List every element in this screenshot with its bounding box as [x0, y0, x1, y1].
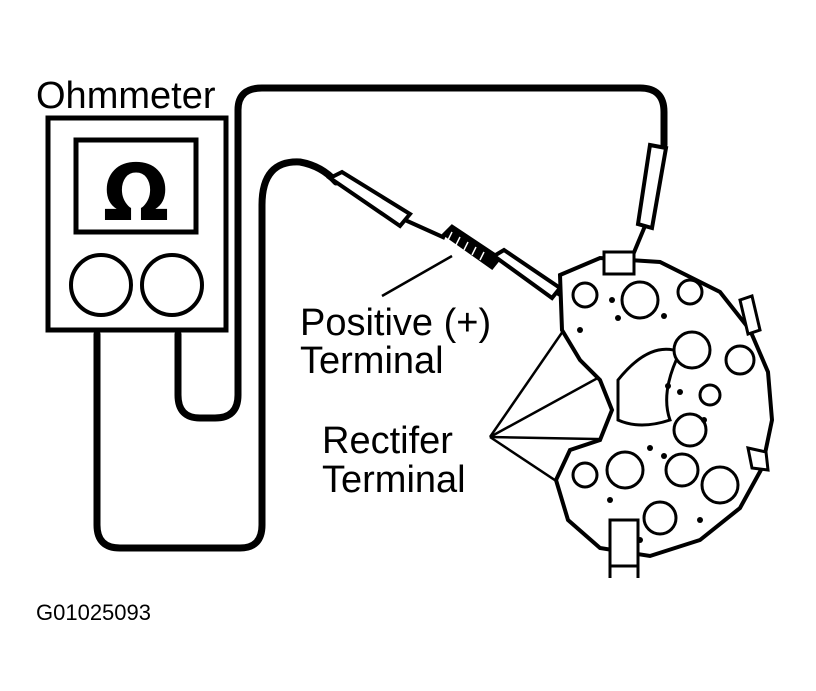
probe-positive-icon: [326, 169, 581, 310]
probe-top-icon: [628, 142, 669, 263]
positive-terminal-label-line2: Terminal: [300, 340, 444, 382]
meter-jack-left: [69, 253, 133, 317]
ohm-symbol: Ω: [103, 149, 169, 239]
lead-wire-1: [93, 158, 340, 552]
figure-id: G01025093: [36, 600, 151, 625]
rectifier-terminal-label-line1: Rectifer: [322, 420, 453, 462]
ohmmeter-icon: Ω: [45, 115, 229, 333]
rectifier-assembly-icon: [553, 250, 775, 578]
lead-wire-2: [174, 84, 668, 422]
positive-pointer: [381, 254, 453, 298]
positive-terminal-label-line1: Positive (+): [300, 302, 491, 344]
ohmmeter-label: Ohmmeter: [36, 75, 216, 117]
rectifier-terminal-label-line2: Terminal: [322, 459, 466, 501]
meter-display: [73, 137, 199, 235]
test-leads: [93, 84, 668, 552]
meter-jack-right: [140, 253, 204, 317]
